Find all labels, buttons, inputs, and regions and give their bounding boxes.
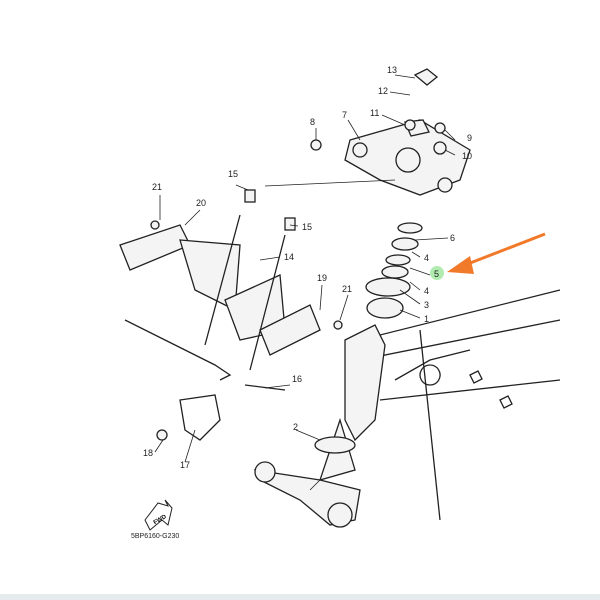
callout-5: 5 (434, 269, 439, 279)
callout-labels: 13 12 11 8 7 9 10 15 21 20 15 14 6 4 5 4… (143, 65, 472, 470)
callout-9: 9 (467, 133, 472, 143)
callout-11: 11 (370, 108, 379, 118)
callout-13: 13 (387, 65, 397, 75)
callout-21: 21 (152, 182, 162, 192)
callout-19: 19 (317, 273, 327, 283)
callout-1: 1 (424, 314, 429, 324)
callout-4: 4 (424, 253, 429, 263)
bottom-bar (0, 594, 600, 600)
callout-16: 16 (292, 374, 302, 384)
callout-2: 2 (293, 422, 298, 432)
leader-lines (154, 74, 456, 491)
upper-bracket (344, 119, 471, 196)
diagram-code: 5BP6160-G230 (131, 533, 179, 540)
fwd-arrow-icon: FWD (144, 499, 173, 531)
callout-17: 17 (180, 460, 190, 470)
steering-bearing-stack (253, 222, 423, 528)
callout-15: 15 (302, 222, 312, 232)
callout-18: 18 (143, 448, 153, 458)
callout-15: 15 (228, 169, 238, 179)
callout-10: 10 (462, 151, 472, 161)
callout-12: 12 (378, 86, 388, 96)
callout-21: 21 (342, 284, 352, 294)
meter-bracket-assembly (119, 68, 447, 441)
callout-8: 8 (310, 117, 315, 127)
callout-4: 4 (424, 286, 429, 296)
highlight-glow (430, 266, 444, 280)
frame-outline (359, 289, 561, 521)
callout-6: 6 (450, 233, 455, 243)
callout-3: 3 (424, 300, 429, 310)
callout-7: 7 (342, 110, 347, 120)
highlight-arrow (447, 232, 546, 274)
callout-14: 14 (284, 252, 294, 262)
callout-20: 20 (196, 198, 206, 208)
